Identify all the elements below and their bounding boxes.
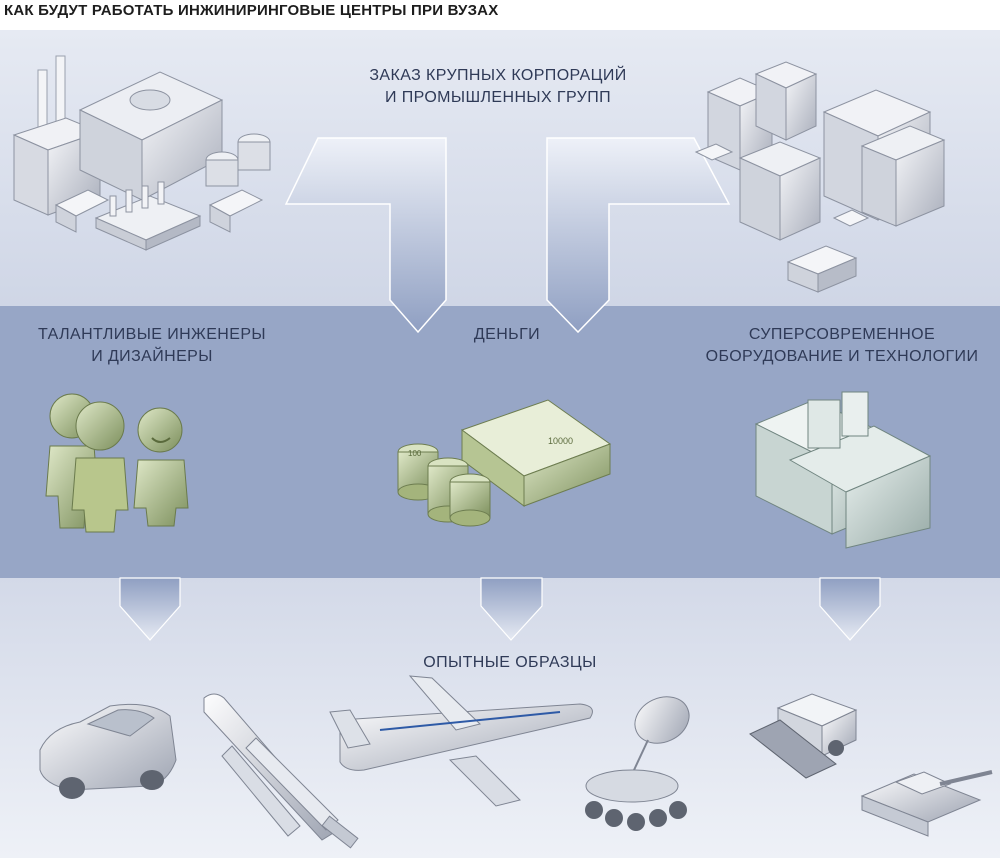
title-bar: КАК БУДУТ РАБОТАТЬ ИНЖИНИРИНГОВЫЕ ЦЕНТРЫ… [0, 0, 1000, 30]
office-buildings-illustration [694, 61, 946, 293]
corporations-label: ЗАКАЗ КРУПНЫХ КОРПОРАЦИЙ И ПРОМЫШЛЕННЫХ … [330, 65, 666, 109]
equipment-label: СУПЕРСОВРЕМЕННОЕ ОБОРУДОВАНИЕ И ТЕХНОЛОГ… [688, 324, 996, 368]
factory-illustration [12, 55, 271, 251]
down-arrow-center [480, 577, 543, 641]
coin-denomination: 100 [408, 449, 422, 458]
tank-illustration [860, 770, 993, 837]
rocket-illustration [203, 693, 359, 849]
left-connector-arrow [284, 137, 447, 334]
corporations-label-line2: И ПРОМЫШЛЕННЫХ ГРУПП [384, 89, 612, 106]
bill-denomination: 10000 [548, 436, 573, 446]
right-connector-arrow [546, 137, 731, 334]
down-arrow-right [819, 577, 881, 641]
prototypes-label: ОПЫТНЫЕ ОБРАЗЦЫ [390, 652, 630, 674]
equipment-label-line2: ОБОРУДОВАНИЕ И ТЕХНОЛОГИИ [705, 348, 979, 365]
harvester-illustration [749, 693, 858, 779]
car-illustration [39, 703, 177, 799]
money-label-line1: ДЕНЬГИ [473, 326, 541, 343]
money-label: ДЕНЬГИ [442, 324, 572, 346]
engineers-label-line1: ТАЛАНТЛИВЫЕ ИНЖЕНЕРЫ [38, 326, 266, 343]
engineers-label-line2: И ДИЗАЙНЕРЫ [91, 348, 213, 365]
page-title: КАК БУДУТ РАБОТАТЬ ИНЖИНИРИНГОВЫЕ ЦЕНТРЫ… [4, 2, 499, 19]
lunar-rover-illustration [585, 696, 690, 831]
machine-tool-illustration [754, 391, 932, 549]
down-arrow-left [119, 577, 181, 641]
engineers-label: ТАЛАНТЛИВЫЕ ИНЖЕНЕРЫ И ДИЗАЙНЕРЫ [20, 324, 284, 368]
prototypes-label-line1: ОПЫТНЫЕ ОБРАЗЦЫ [423, 654, 597, 671]
money-illustration: 10000 100 [397, 399, 612, 527]
equipment-label-line1: СУПЕРСОВРЕМЕННОЕ [748, 326, 936, 343]
corporations-label-line1: ЗАКАЗ КРУПНЫХ КОРПОРАЦИЙ [369, 67, 627, 84]
people-illustration [45, 393, 189, 533]
airplane-illustration [329, 675, 593, 807]
